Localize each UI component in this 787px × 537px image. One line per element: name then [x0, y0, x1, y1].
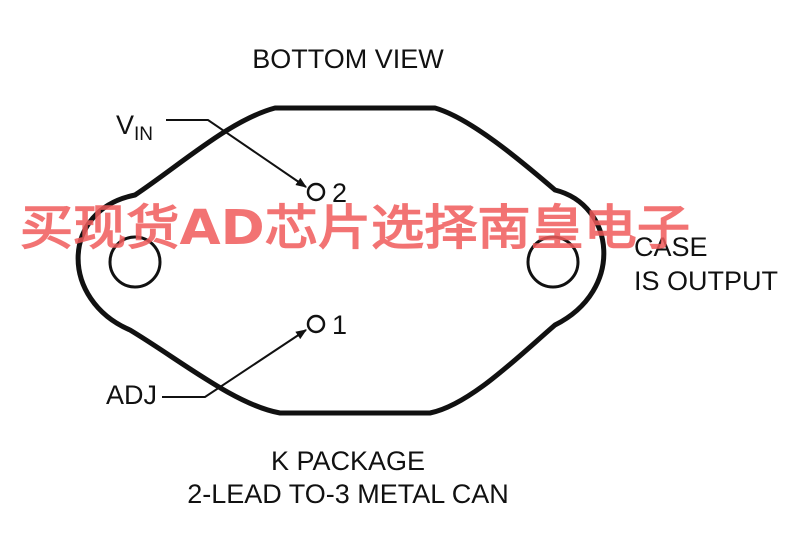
pin-2-dot — [306, 182, 326, 202]
case-label-line2: IS OUTPUT — [634, 266, 778, 296]
vin-label-subscript: IN — [134, 124, 153, 145]
package-outline — [75, 105, 607, 416]
watermark-text: 买现货AD芯片选择南皇电子 — [20, 200, 690, 256]
diagram-title: BOTTOM VIEW — [252, 44, 444, 74]
vin-leader-arrow — [166, 119, 307, 188]
pin-2-number: 2 — [332, 178, 347, 208]
mounting-hole-left — [108, 235, 162, 289]
caption-line1: K PACKAGE — [271, 446, 425, 476]
case-label-line1: CASE — [634, 232, 708, 262]
pin-1-dot — [306, 314, 326, 334]
adj-leader-arrow — [162, 329, 307, 398]
mounting-hole-right — [526, 235, 580, 289]
caption-line2: 2-LEAD TO-3 METAL CAN — [187, 479, 509, 509]
adj-label: ADJ — [106, 380, 157, 410]
vin-label-main: V — [116, 110, 134, 140]
vin-label: VIN — [116, 110, 153, 145]
pin-1-number: 1 — [332, 310, 347, 340]
